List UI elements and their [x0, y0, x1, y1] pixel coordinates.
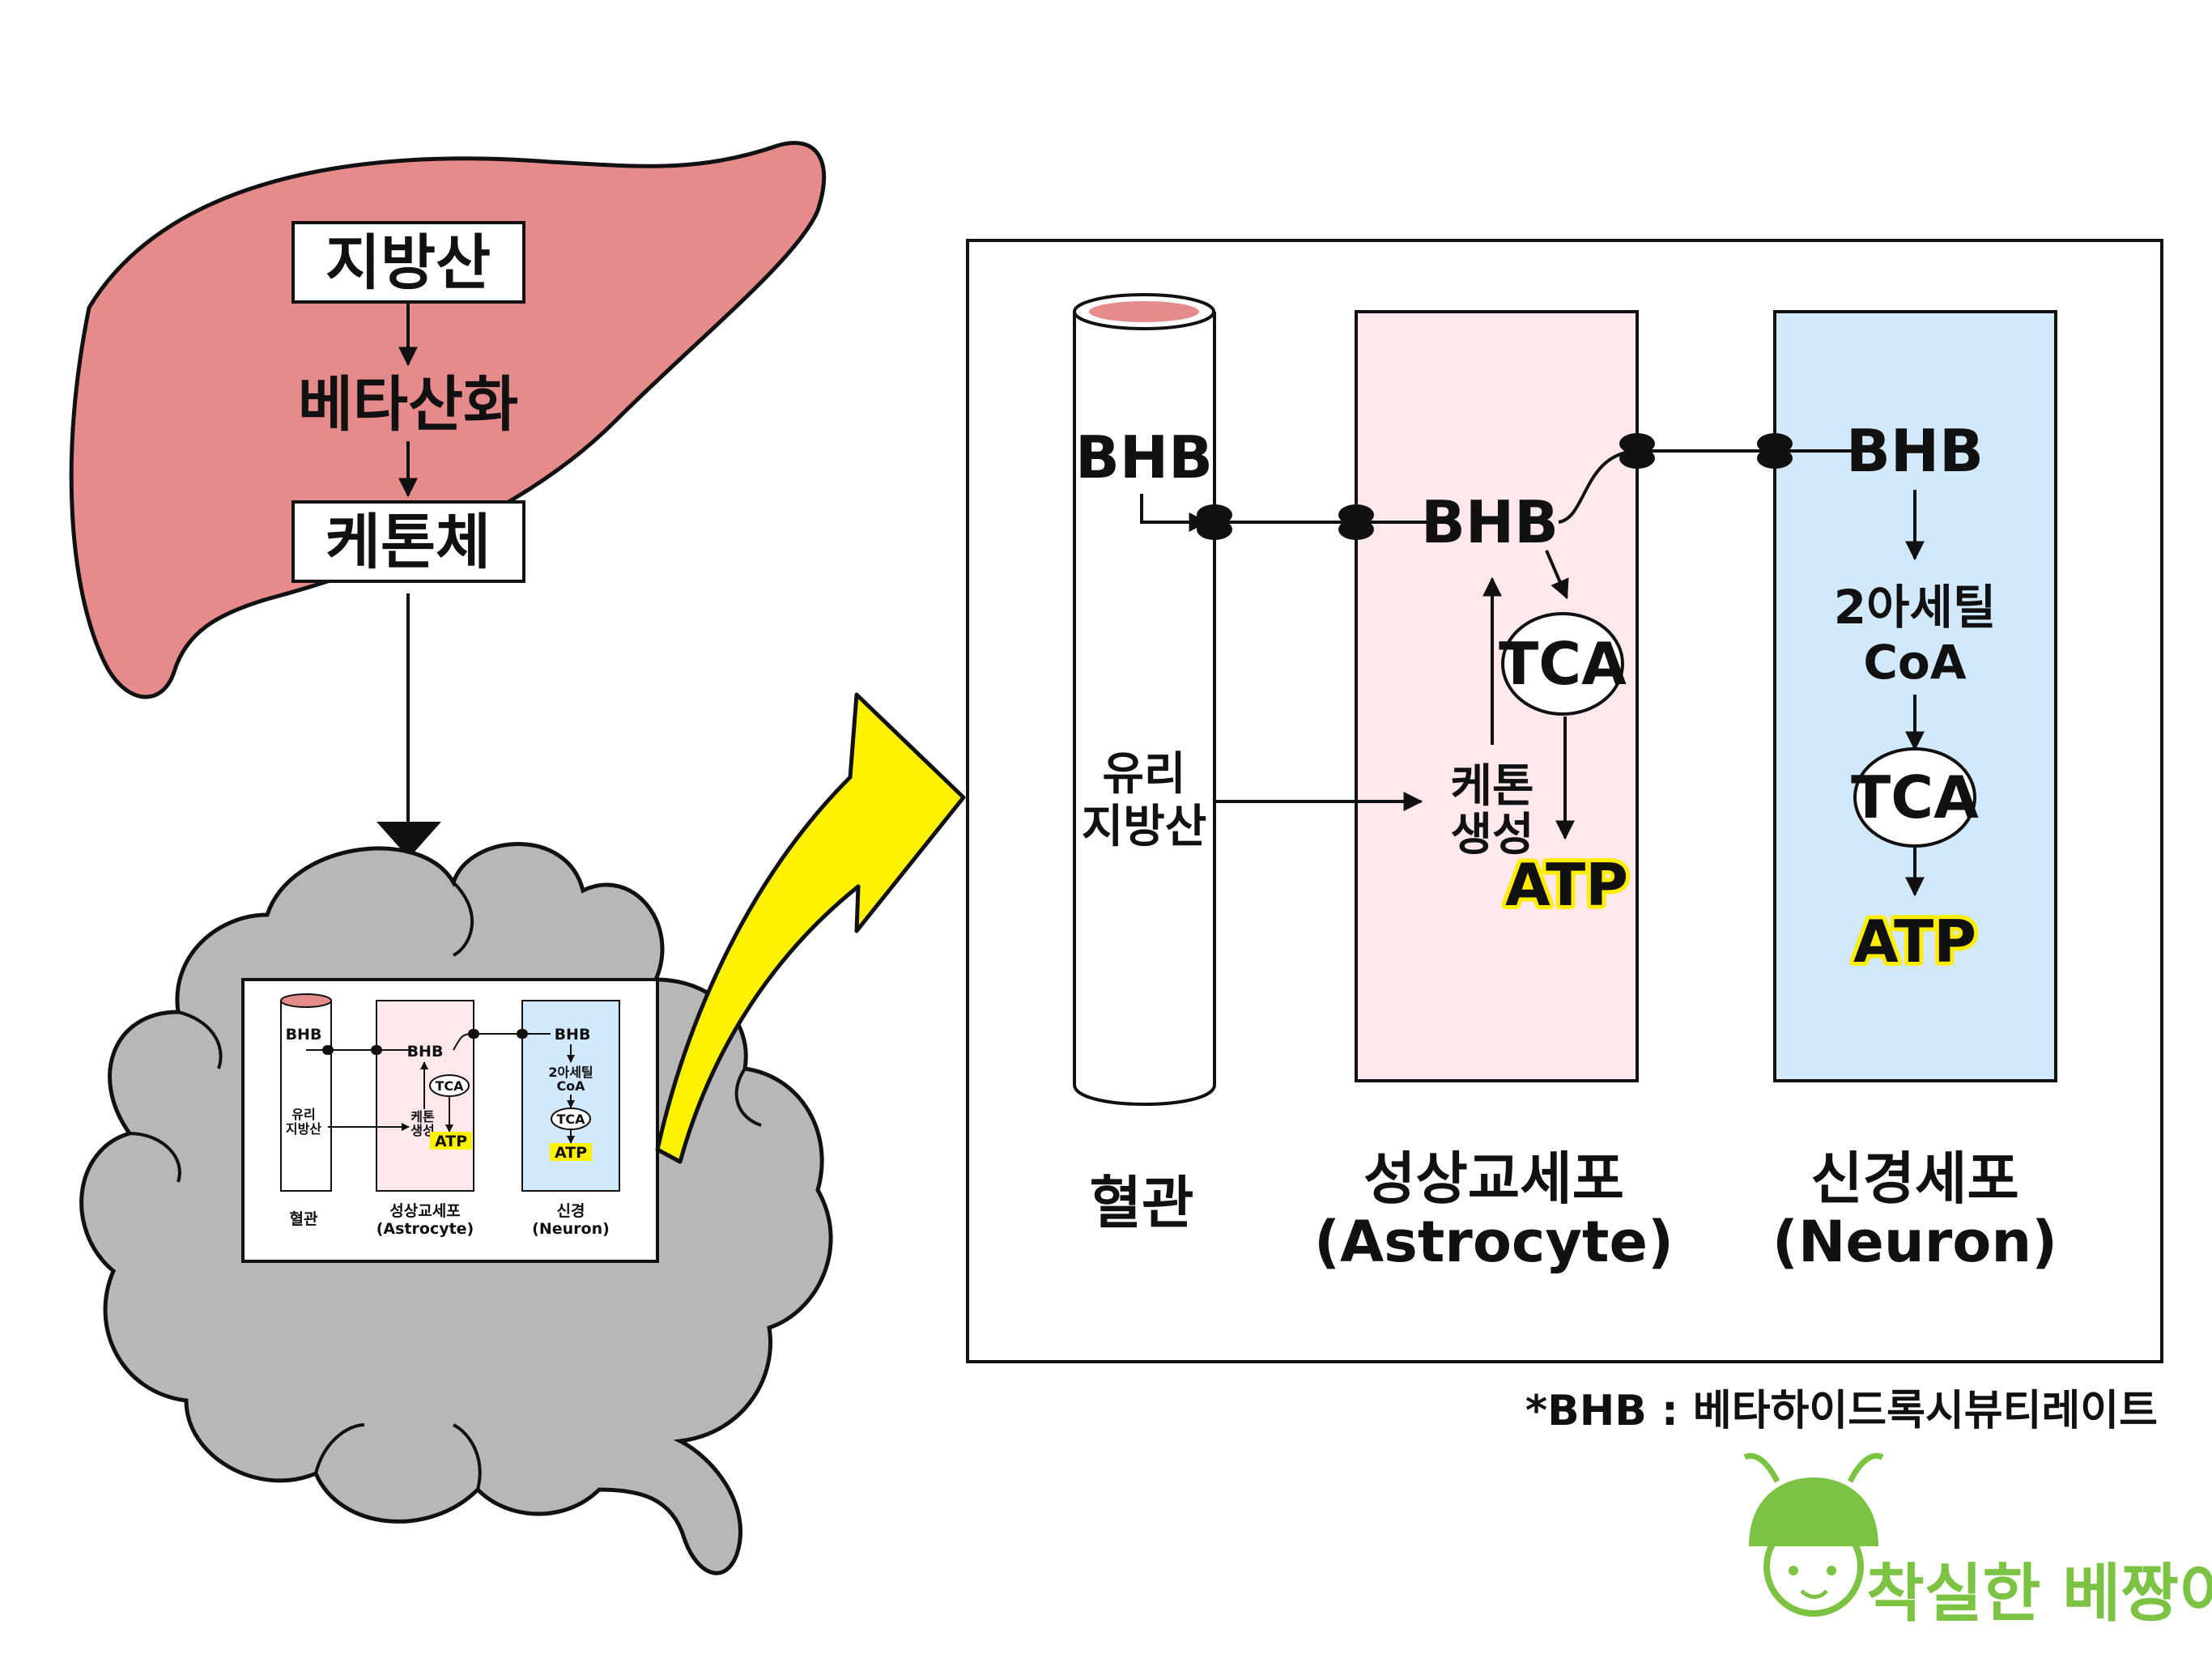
transporter-vessel — [1197, 504, 1232, 540]
mini-transporter — [322, 1045, 334, 1055]
mini-free-fa-1: 유리 — [291, 1107, 315, 1122]
brain-fold — [452, 881, 474, 957]
mini-neuron-caption-eng: (Neuron) — [532, 1220, 610, 1238]
zoom-arrow — [655, 692, 966, 1164]
ketogenesis-line1: 케톤 — [1450, 760, 1534, 813]
mini-bhb-astrocyte: BHB — [407, 1043, 444, 1061]
liver: 지방산 베타산화 케톤체 — [69, 141, 827, 699]
mini-neuron-caption-kor: 신경 — [557, 1202, 585, 1220]
vessel-lumen — [1089, 301, 1199, 322]
main-panel: BHB BHB BHB TCA — [966, 239, 2163, 1363]
mini-keto-1: 케톤 — [410, 1109, 435, 1124]
atp-astrocyte-label: ATP — [1505, 851, 1628, 919]
mini-atp-neuron-hl — [550, 1143, 592, 1161]
mini-atp-astro: ATP — [435, 1133, 467, 1150]
fatty-acid-label: 지방산 — [325, 228, 491, 298]
brain-fold — [177, 1010, 223, 1069]
atp-neuron-label: ATP — [1853, 908, 1976, 976]
beta-oxidation-label: 베타산화 — [298, 370, 518, 440]
mini-astro-caption-eng: (Astrocyte) — [376, 1220, 474, 1238]
free-fatty-acid-line1: 유리 — [1102, 748, 1185, 801]
vessel-body — [1073, 312, 1216, 1106]
bhb-neuron-label: BHB — [1846, 417, 1984, 485]
brain-fold — [734, 1067, 762, 1127]
bhb-vessel-label: BHB — [1075, 423, 1213, 491]
ketogenesis-line2: 생성 — [1450, 809, 1534, 861]
blood-vessel — [1073, 293, 1216, 1106]
mini-bhb-neuron: BHB — [555, 1026, 591, 1044]
mini-atp-neuron: ATP — [555, 1144, 587, 1162]
mini-transporter — [371, 1045, 382, 1055]
liver-shape — [69, 141, 827, 699]
mini-vessel — [280, 1000, 332, 1192]
mini-tca-astro: TCA — [435, 1078, 464, 1094]
mini-vessel-top — [280, 993, 332, 1008]
free-fatty-acid-line2: 지방산 — [1082, 801, 1207, 853]
mini-keto-2: 생성 — [410, 1123, 434, 1138]
grasshopper-mascot-icon — [1743, 1452, 1884, 1617]
brain-fold — [453, 1423, 482, 1490]
neuron-caption-kor: 신경세포 — [1810, 1146, 2019, 1212]
acetyl-coa-line2: CoA — [1863, 635, 1966, 690]
bhb-to-tca-arrow — [1545, 550, 1569, 600]
brand-logo: 착실한 베짱이 — [1743, 1452, 2212, 1630]
mini-tca-neuron-ring — [551, 1107, 591, 1130]
mini-transporter — [517, 1029, 528, 1039]
fatty-acid-box — [291, 221, 525, 304]
brain-fold — [129, 1132, 181, 1183]
mini-atp-astro-hl — [430, 1132, 472, 1150]
blood-vessel-caption: 혈관 — [1090, 1170, 1194, 1236]
mini-bhb-vessel: BHB — [286, 1026, 322, 1044]
ketone-body-box — [291, 500, 525, 583]
mini-free-fa-2: 지방산 — [286, 1121, 321, 1137]
arrow-liver-to-brain-head — [376, 822, 441, 858]
mini-vessel-caption: 혈관 — [290, 1209, 318, 1228]
acetyl-coa-line1: 2아세틸 — [1834, 580, 1996, 635]
mini-astro-caption-kor: 성상교세포 — [389, 1202, 460, 1220]
mini-acetyl-1: 2아세틸 — [548, 1065, 593, 1080]
bhb-astrocyte-label: BHB — [1421, 488, 1559, 556]
transporter-astrocyte-in — [1338, 504, 1374, 540]
astrocyte-cell — [1355, 310, 1639, 1082]
tca-astrocyte-label: TCA — [1499, 630, 1627, 698]
tca-astrocyte-ring — [1501, 612, 1624, 716]
mini-acetyl-2: CoA — [556, 1078, 585, 1094]
tca-neuron-label: TCA — [1851, 763, 1979, 831]
brand-name: 착실한 베짱이 — [1866, 1558, 2212, 1630]
footnote: *BHB : 베타하이드록시뷰티레이트 — [1525, 1387, 2158, 1435]
brain: BHB BHB BHB 유리 지방산 케톤 생성 TCA ATP 2아세틸 Co… — [79, 842, 833, 1575]
mini-panel: BHB BHB BHB 유리 지방산 케톤 생성 TCA ATP 2아세틸 Co… — [241, 978, 659, 1263]
mini-tca-astro-ring — [429, 1074, 470, 1097]
transporter-astrocyte-out — [1619, 433, 1655, 469]
tca-neuron-ring — [1853, 747, 1976, 848]
brain-fold — [314, 1423, 365, 1474]
mini-tca-neuron: TCA — [556, 1112, 585, 1127]
bhb-vessel-arrow — [1140, 494, 1209, 532]
mini-transporter — [468, 1029, 479, 1039]
transporter-neuron — [1757, 433, 1793, 469]
astrocyte-caption-kor: 성상교세포 — [1363, 1146, 1624, 1212]
astrocyte-caption-eng: (Astrocyte) — [1314, 1209, 1674, 1275]
ketone-body-label: 케톤체 — [325, 508, 491, 577]
neuron-caption-eng: (Neuron) — [1772, 1209, 2057, 1275]
